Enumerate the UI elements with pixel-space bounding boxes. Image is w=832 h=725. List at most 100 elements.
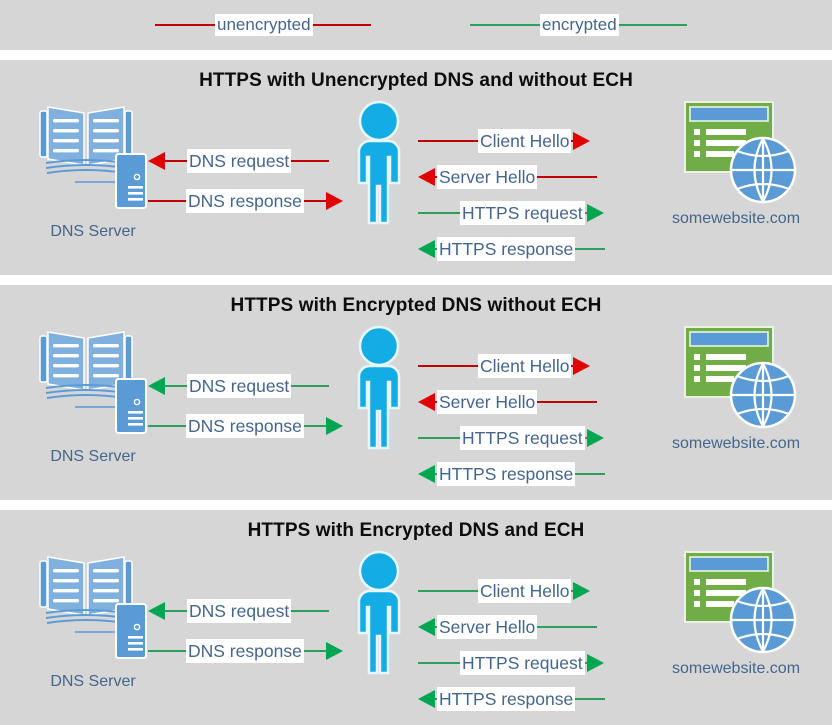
server-rack-icon xyxy=(115,378,147,434)
flow-label: Client Hello xyxy=(478,129,572,153)
flow-line-right xyxy=(571,140,574,142)
flow-label: DNS response xyxy=(186,189,304,213)
flow-line-right xyxy=(537,626,598,628)
panel-encrypted-dns: HTTPS with Encrypted DNS without ECH xyxy=(0,285,832,500)
flow-line-right xyxy=(575,698,606,700)
flow-web-3: HTTPS response xyxy=(418,686,672,712)
flow-line-right xyxy=(291,610,330,612)
flow-label: HTTPS request xyxy=(460,201,585,225)
flow-line-left xyxy=(148,425,186,427)
flow-label: HTTPS response xyxy=(437,687,576,711)
flow-label: DNS response xyxy=(186,639,304,663)
flow-line-left xyxy=(418,590,478,592)
flow-line-right xyxy=(584,212,587,214)
flow-web-2: HTTPS request xyxy=(418,650,672,676)
flow-label: DNS request xyxy=(187,374,292,398)
flow-web-0: Client Hello xyxy=(418,128,672,154)
flow-line-left xyxy=(418,212,460,214)
dns-server-label: DNS Server xyxy=(50,223,136,240)
flow-line-left xyxy=(435,248,437,250)
legend-item-encrypted: encrypted xyxy=(470,0,687,50)
arrow-left-encrypted-icon xyxy=(418,618,435,636)
server-rack-icon xyxy=(115,603,147,659)
website-label: somewebsite.com xyxy=(671,210,801,227)
website-window-icon xyxy=(680,100,798,205)
website-window-icon xyxy=(680,550,798,655)
flow-line-right xyxy=(571,590,574,592)
person-user-icon xyxy=(345,550,413,675)
legend-line-left xyxy=(155,24,215,26)
arrow-right-encrypted-icon xyxy=(586,429,604,447)
flow-line-right xyxy=(537,401,598,403)
flow-label: DNS request xyxy=(187,599,292,623)
flow-line-left xyxy=(148,200,186,202)
arrow-right-encrypted-icon xyxy=(586,204,604,222)
legend-line-right xyxy=(312,24,371,26)
flow-line-left xyxy=(418,365,478,367)
flow-line-right xyxy=(584,662,587,664)
legend-bar: unencrypted encrypted xyxy=(0,0,832,50)
arrow-right-encrypted-icon xyxy=(325,417,343,435)
flow-label: Server Hello xyxy=(437,615,538,639)
arrow-right-unencrypted-icon xyxy=(325,192,343,210)
arrow-right-unencrypted-icon xyxy=(573,132,591,150)
arrow-left-unencrypted-icon xyxy=(418,168,435,186)
panel-title: HTTPS with Encrypted DNS without ECH xyxy=(230,295,602,316)
panel-title: HTTPS with Unencrypted DNS and without E… xyxy=(199,70,633,91)
flow-web-1: Server Hello xyxy=(418,164,672,190)
website-label: somewebsite.com xyxy=(671,660,801,677)
flow-label: Client Hello xyxy=(478,354,572,378)
panel-encrypted-dns-ech: HTTPS with Encrypted DNS and ECH xyxy=(0,510,832,725)
arrow-right-encrypted-icon xyxy=(573,582,591,600)
website-window-icon xyxy=(680,325,798,430)
flow-web-1: Server Hello xyxy=(418,614,672,640)
flow-label: DNS request xyxy=(187,149,292,173)
dns-server-label: DNS Server xyxy=(50,448,136,465)
flow-web-2: HTTPS request xyxy=(418,425,672,451)
flow-web-3: HTTPS response xyxy=(418,461,672,487)
person-user-icon xyxy=(345,100,413,225)
server-cable xyxy=(75,631,120,633)
flow-line-right xyxy=(575,473,606,475)
dns-server-node: DNS Server xyxy=(30,330,160,475)
flow-line-left xyxy=(165,160,187,162)
flow-line-right xyxy=(303,200,326,202)
flow-label: HTTPS response xyxy=(437,237,576,261)
flow-web-0: Client Hello xyxy=(418,578,672,604)
arrow-left-encrypted-icon xyxy=(148,602,165,620)
flow-line-right xyxy=(584,437,587,439)
flow-line-left xyxy=(418,140,478,142)
flow-label: HTTPS request xyxy=(460,651,585,675)
flow-dns-1: DNS response xyxy=(148,413,360,439)
legend-label: unencrypted xyxy=(215,14,313,36)
arrow-left-encrypted-icon xyxy=(418,240,435,258)
open-book-icon xyxy=(38,330,134,402)
arrow-right-encrypted-icon xyxy=(325,642,343,660)
flow-line-left xyxy=(435,473,437,475)
flow-line-left xyxy=(435,176,437,178)
flow-dns-1: DNS response xyxy=(148,638,360,664)
dns-server-node: DNS Server xyxy=(30,105,160,250)
legend-label: encrypted xyxy=(540,14,619,36)
arrow-right-unencrypted-icon xyxy=(573,357,591,375)
flow-dns-0: DNS request xyxy=(148,373,360,399)
dns-server-node: DNS Server xyxy=(30,555,160,700)
flow-web-3: HTTPS response xyxy=(418,236,672,262)
flow-line-right xyxy=(537,176,598,178)
flow-line-left xyxy=(418,662,460,664)
flow-line-right xyxy=(291,160,330,162)
flow-label: HTTPS response xyxy=(437,462,576,486)
flow-label: HTTPS request xyxy=(460,426,585,450)
flow-dns-1: DNS response xyxy=(148,188,360,214)
flow-line-right xyxy=(571,365,574,367)
flow-web-2: HTTPS request xyxy=(418,200,672,226)
flow-web-1: Server Hello xyxy=(418,389,672,415)
flow-line-right xyxy=(291,385,330,387)
flow-web-0: Client Hello xyxy=(418,353,672,379)
flow-line-right xyxy=(575,248,606,250)
website-label: somewebsite.com xyxy=(671,435,801,452)
panel-title: HTTPS with Encrypted DNS and ECH xyxy=(247,520,585,541)
flow-line-right xyxy=(303,425,326,427)
open-book-icon xyxy=(38,555,134,627)
